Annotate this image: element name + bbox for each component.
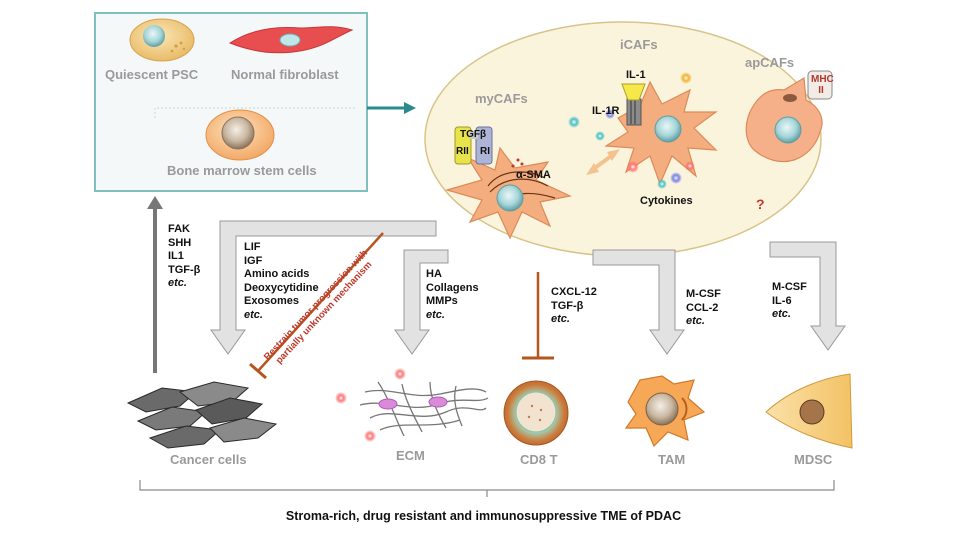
label-ri: RI [480,146,490,157]
factor-item: LIF [244,241,261,253]
mycaf-cell [444,146,572,240]
label-normal-fibroblast: Normal fibroblast [231,67,339,82]
factor-item: FAK [168,223,190,235]
arrow-caf-to-cancer [210,220,437,355]
cd8-t-cell [503,380,569,446]
factor-item: Collagens [426,281,479,294]
factor-item: IGF [244,254,263,267]
factor-item: IL1 [168,250,184,263]
factor-item: etc. [772,308,791,321]
factor-item: etc. [551,313,570,326]
label-tgfb: TGFβ [460,129,487,140]
arrow-caf-to-ecm [394,249,449,355]
label-apcafs: apCAFs [745,55,795,70]
quiescent-psc-cell [129,18,195,62]
label-il1r: IL-1R [592,105,620,117]
label-icafs: iCAFs [620,37,658,52]
label-mhc-class: II [818,85,824,96]
inhibit-caf-to-cd8 [522,272,554,360]
label-mhc: MHC [811,74,834,85]
ecm-dot [335,392,347,404]
mhc-ii-icon [807,70,833,100]
label-quiescent-psc: Quiescent PSC [105,67,199,82]
mycaf-icaf-double-arrow [586,149,620,175]
factor-item: Amino acids [244,268,310,281]
tam-cell [624,375,706,448]
label-ecm: ECM [396,448,425,463]
cytokine-dots [568,72,695,189]
label-question-mark: ? [756,196,765,212]
factor-item: IL-6 [772,294,792,307]
factor-item: M-CSF [772,281,807,293]
label-il1: IL-1 [626,69,646,81]
factor-item: SHH [168,236,192,249]
factor-item: HA [426,268,442,280]
origin-divider [154,107,356,118]
inhibit-caf-to-cancer [249,232,384,380]
factor-item: CCL-2 [686,301,719,314]
label-cd8-t: CD8 T [520,452,558,467]
factor-item: CXCL-12 [551,286,597,298]
arrow-caf-to-mdsc [769,241,846,351]
bone-marrow-stem-cell [205,109,275,161]
ecm-fibers [359,381,489,437]
label-cytokines: Cytokines [640,195,693,207]
bottom-brace [139,480,835,497]
apcaf-cell [745,76,823,163]
factor-item: Deoxycytidine [244,281,319,294]
summary-caption: Stroma-rich, drug resistant and immunosu… [285,509,682,523]
label-rii: RII [456,146,469,157]
label-asma: α-SMA [516,169,551,181]
mdsc-cell [765,373,853,449]
normal-fibroblast-cell [228,26,354,54]
label-mdsc: MDSC [794,452,833,467]
label-tam: TAM [658,452,686,467]
factor-item: TGF-β [168,263,201,276]
icaf-cell [604,80,718,186]
arrow-caf-to-tam [592,249,685,355]
factor-item: MMPs [426,295,458,308]
il1-receptor-icon [621,83,646,126]
ecm-dot [364,430,376,442]
factor-item: M-CSF [686,288,721,300]
label-mycafs: myCAFs [475,91,528,106]
tgfb-receptor-icon [454,126,493,165]
arrow-cancer-to-stroma [147,196,163,373]
teal-activation-arrow [367,102,416,114]
ecm-dot [394,368,406,380]
label-cancer-cells: Cancer cells [170,452,247,467]
factor-item: TGF-β [551,299,584,312]
factor-item: etc. [686,315,705,328]
factor-item: etc. [244,308,263,321]
cancer-cells [126,381,278,449]
factor-item: Exosomes [244,295,300,308]
label-bone-marrow-stem-cells: Bone marrow stem cells [167,163,317,178]
factor-item: etc. [168,277,187,290]
factor-item: etc. [426,308,445,321]
